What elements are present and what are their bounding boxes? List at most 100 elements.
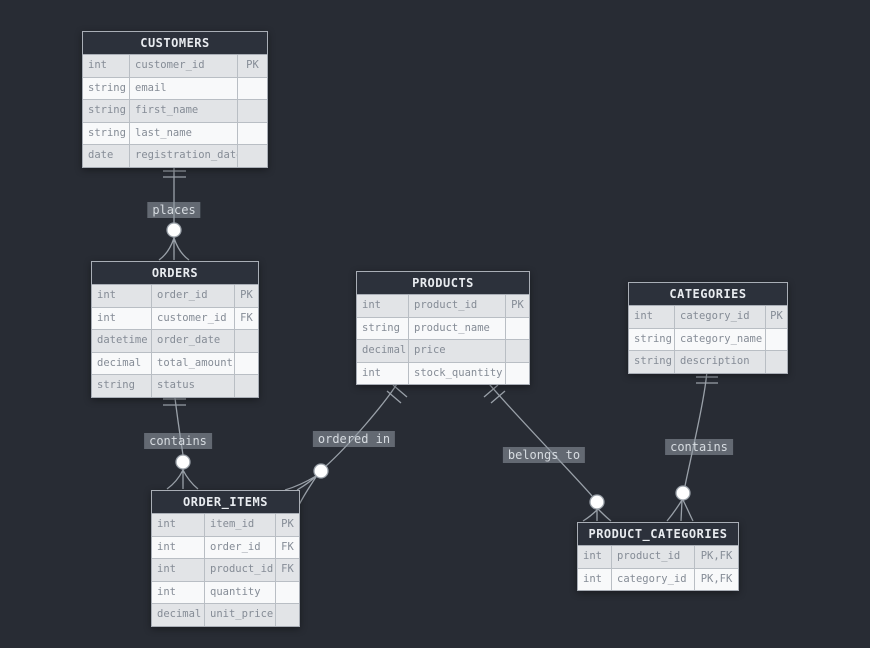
relationship-label-contains-1[interactable]: contains [144,433,212,449]
cell-key [275,581,299,603]
table-row[interactable]: int item_id PK [152,514,299,536]
cell-key [765,328,787,350]
table-row[interactable]: string product_name [357,316,529,339]
cardinality-zero-circle-icon [589,494,605,510]
table-title[interactable]: CUSTOMERS [83,32,267,55]
cell-key [505,340,529,362]
relationship-label-places[interactable]: places [147,202,201,218]
cell-name: category_name [674,328,765,350]
cell-name: unit_price [204,604,275,626]
table-row[interactable]: int quantity [152,580,299,603]
table-row[interactable]: int category_id PK,FK [578,567,738,590]
cell-name: status [151,375,234,397]
connector-line [484,378,593,497]
cell-name: price [408,340,505,362]
table-row[interactable]: int product_id FK [152,558,299,581]
cell-key: PK [237,55,267,77]
table-row[interactable]: int product_id PK,FK [578,546,738,568]
relationship-connector-ordered-in[interactable] [284,378,408,506]
table-title[interactable]: ORDERS [92,262,258,285]
table-row[interactable]: string first_name [83,99,267,122]
cell-name: order_date [151,330,234,352]
table-title[interactable]: PRODUCT_CATEGORIES [578,523,738,546]
cell-key [234,352,258,374]
relationship-label-contains-2[interactable]: contains [665,439,733,455]
cell-key [505,317,529,339]
cell-name: item_id [204,514,275,536]
table-row[interactable]: string description [629,350,787,373]
cell-key: FK [275,559,299,581]
relationship-connector-contains-categories[interactable] [666,368,718,522]
table-title[interactable]: PRODUCTS [357,272,529,295]
table-orders[interactable]: ORDERS int order_id PK int customer_id F… [91,261,259,398]
table-row[interactable]: decimal price [357,339,529,362]
cardinality-one-ticks-icon [483,384,506,404]
cardinality-one-ticks-icon [163,398,186,406]
cell-key: PK [275,514,299,536]
cell-type: string [88,126,126,139]
cell-key: FK [234,307,258,329]
cardinality-one-ticks-icon [163,170,186,178]
connector-line [325,378,401,467]
cell-type: int [97,289,116,301]
cell-key [237,77,267,99]
cell-key [237,145,267,167]
relationship-label-ordered-in[interactable]: ordered in [312,431,396,447]
table-row[interactable]: int order_id FK [152,535,299,558]
cell-name: total_amount [151,352,234,374]
cardinality-zero-circle-icon [313,463,329,479]
relationship-connector-belongs-to[interactable] [483,378,612,522]
crow-foot-icon [166,469,199,490]
table-product-categories[interactable]: PRODUCT_CATEGORIES int product_id PK,FK … [577,522,739,591]
cell-type: decimal [362,344,407,356]
table-row[interactable]: int customer_id FK [92,306,258,329]
table-row[interactable]: int category_id PK [629,306,787,328]
table-categories[interactable]: CATEGORIES int category_id PK string cat… [628,282,788,374]
cardinality-zero-circle-icon [675,485,691,501]
cell-type: int [362,299,381,311]
table-customers[interactable]: CUSTOMERS int customer_id PK string emai… [82,31,268,168]
cell-type: int [583,572,602,585]
cell-key: FK [275,536,299,558]
table-row[interactable]: string email [83,76,267,99]
cell-type: string [634,332,672,345]
cell-key: PK [505,295,529,317]
cell-type: string [634,355,672,367]
cardinality-zero-circle-icon [166,222,182,238]
cell-name: product_name [408,317,505,339]
cell-type: string [97,379,135,391]
table-row[interactable]: string status [92,374,258,397]
table-row[interactable]: int order_id PK [92,285,258,307]
cell-key [234,375,258,397]
table-row[interactable]: string last_name [83,121,267,144]
table-products[interactable]: PRODUCTS int product_id PK string produc… [356,271,530,385]
cell-name: category_id [674,306,765,328]
table-row[interactable]: decimal total_amount [92,351,258,374]
table-row[interactable]: datetime order_date [92,329,258,352]
cardinality-zero-circle-icon [175,454,191,470]
cell-name: registration_date [129,145,237,167]
relationship-connector-contains-orders[interactable] [163,389,199,490]
table-title[interactable]: CATEGORIES [629,283,787,306]
table-order-items[interactable]: ORDER_ITEMS int item_id PK int order_id … [151,490,300,627]
crow-foot-icon [666,499,694,522]
cell-key: PK [765,306,787,328]
cell-key [237,122,267,144]
table-row[interactable]: string category_name [629,327,787,350]
table-row[interactable]: int product_id PK [357,295,529,317]
table-row[interactable]: int stock_quantity [357,361,529,384]
table-row[interactable]: decimal unit_price [152,603,299,626]
table-row[interactable]: int customer_id PK [83,55,267,77]
cell-name: email [129,77,237,99]
cell-type: string [88,104,126,116]
table-row[interactable]: date registration_date [83,144,267,167]
cardinality-one-ticks-icon [696,376,718,384]
cell-type: int [583,550,602,562]
cell-key: PK,FK [694,568,738,590]
cell-name: first_name [129,100,237,122]
cell-key [234,330,258,352]
relationship-label-belongs-to[interactable]: belongs to [502,447,586,463]
table-title[interactable]: ORDER_ITEMS [152,491,299,514]
